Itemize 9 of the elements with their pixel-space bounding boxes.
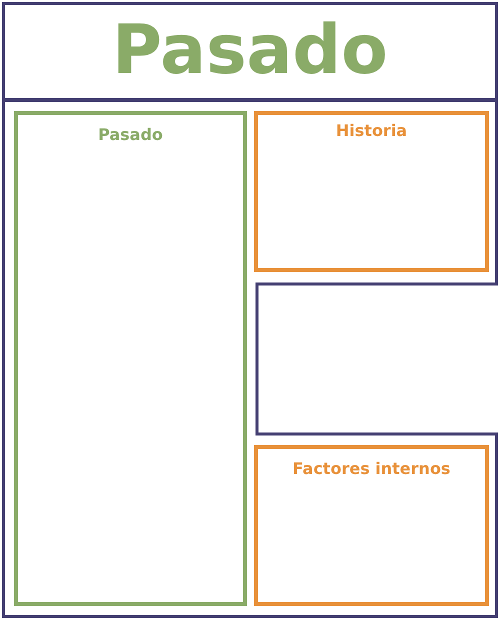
- writing-panel: [14, 111, 247, 606]
- worksheet-title: Pasado: [111, 10, 389, 92]
- panel-heading: Factores internos: [292, 459, 452, 478]
- writing-panel: [254, 111, 489, 272]
- title-band: [2, 2, 498, 101]
- panel-heading: Pasado: [97, 125, 164, 144]
- writing-panel: [254, 445, 489, 606]
- worksheet-frame: [2, 99, 498, 618]
- panel-heading: Historia: [334, 121, 408, 140]
